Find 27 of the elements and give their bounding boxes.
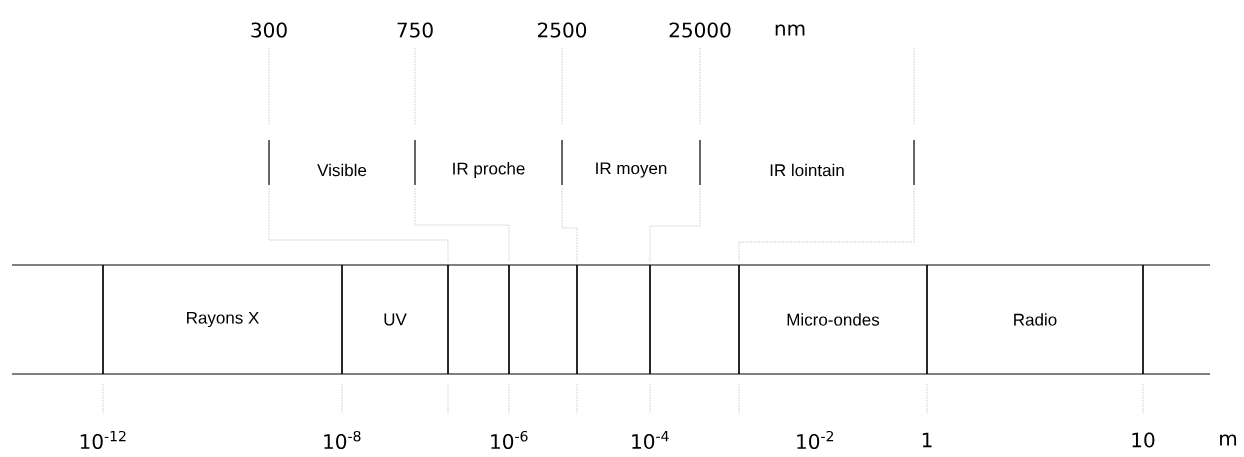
- wavelength-label: 25000: [669, 22, 731, 38]
- scale-label: 10$^{-4}$: [632, 431, 669, 449]
- scale-label: 1: [922, 432, 932, 448]
- spectrum-cell: Rayons X: [102, 264, 343, 375]
- spectrum-cell: Radio: [926, 264, 1144, 375]
- spectrum-cell: [508, 264, 578, 375]
- spectrum-cell: [1142, 264, 1211, 375]
- wavelength-label: nm: [775, 24, 805, 36]
- band-label: Visible: [317, 163, 367, 177]
- spectrum-cell: Micro-ondes: [738, 264, 928, 375]
- scale-label: m: [1220, 434, 1237, 446]
- band-label: IR moyen: [596, 162, 667, 178]
- spectrum-cell: [576, 264, 651, 375]
- scale-label: 10: [1132, 432, 1155, 448]
- spectrum-cell: UV: [341, 264, 449, 375]
- scale-label: 10$^{-12}$: [80, 430, 126, 450]
- scale-label: 10$^{-8}$: [324, 430, 361, 450]
- wavelength-label: 750: [397, 22, 433, 38]
- wavelength-label: 300: [251, 22, 287, 38]
- scale-label: 10$^{-6}$: [491, 430, 528, 450]
- band-label: IR proche: [453, 162, 525, 178]
- spectrum-cell: [11, 264, 104, 375]
- band-label: IR lointain: [770, 163, 844, 177]
- scale-label: 10$^{-2}$: [797, 430, 834, 450]
- spectrum-cell: [649, 264, 740, 375]
- wavelength-label: 2500: [538, 22, 587, 38]
- spectrum-cell: [447, 264, 510, 375]
